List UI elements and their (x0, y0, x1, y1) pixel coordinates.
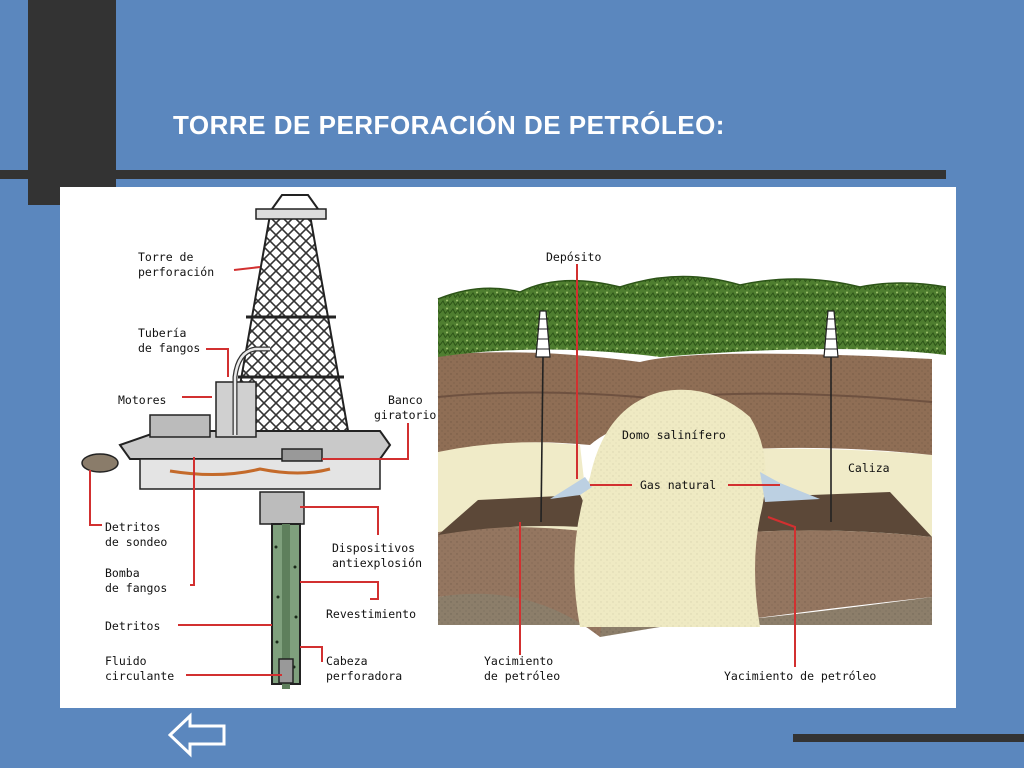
slide-title: TORRE DE PERFORACIÓN DE PETRÓLEO: (173, 110, 725, 140)
label-gas-natural: Gas natural (640, 478, 716, 492)
title-underline-bar (0, 170, 946, 179)
gas-pocket-right (760, 472, 820, 502)
label-caliza: Caliza (848, 461, 890, 475)
bottom-right-bar (793, 734, 1024, 742)
cuttings-pile (81, 453, 119, 473)
geology-cross-section (437, 275, 947, 637)
rotary-table (281, 448, 323, 462)
drill-bit (278, 658, 294, 684)
label-revestimiento: Revestimiento (326, 607, 416, 621)
label-deposito: Depósito (546, 250, 601, 264)
drilling-rig (81, 194, 392, 689)
label-domo-salinifero: Domo salinífero (622, 428, 726, 442)
label-detritos: Detritos (105, 619, 160, 633)
blowout-preventer (259, 491, 305, 525)
leader-lines (89, 264, 796, 676)
oil-reservoir-right (750, 492, 932, 537)
surface-derrick-left (535, 310, 551, 523)
left-arrow-icon (167, 712, 226, 758)
label-motores: Motores (118, 393, 166, 407)
surface-derrick-right (823, 310, 839, 522)
motors-block (149, 414, 211, 438)
back-arrow-button[interactable] (167, 712, 226, 758)
surface-vegetation (438, 276, 946, 357)
gas-pocket-left (550, 477, 592, 499)
oil-reservoir-left (438, 495, 586, 535)
label-yacimiento-derecho: Yacimiento de petróleo (724, 669, 876, 683)
